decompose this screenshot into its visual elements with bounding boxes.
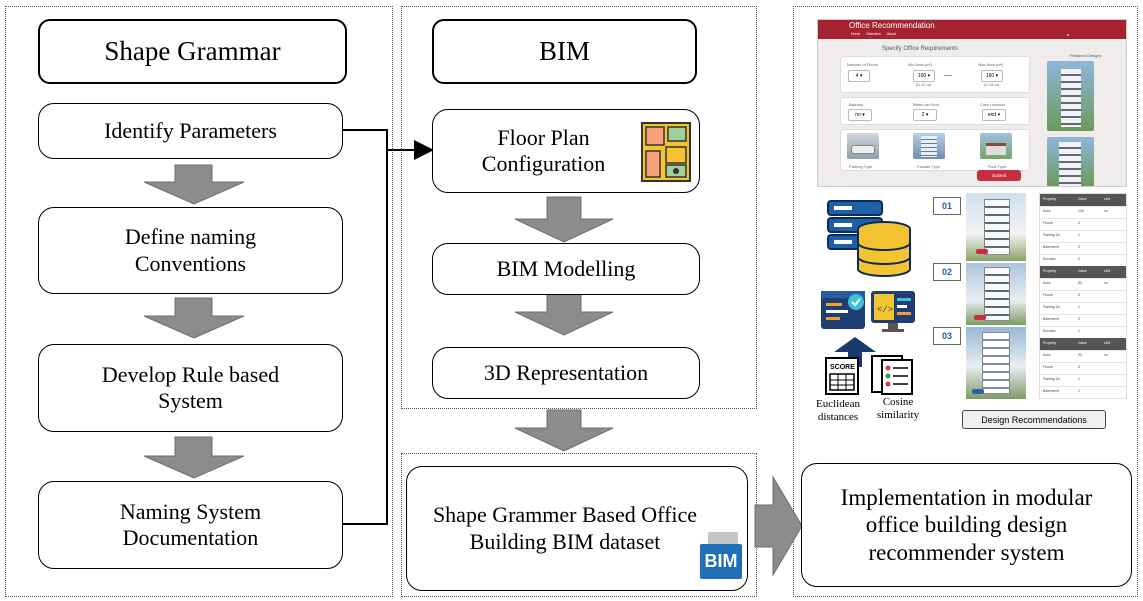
nav-home[interactable]: Home: [851, 32, 861, 36]
dataset-box: Shape Grammer Based Office Building BIM …: [406, 466, 748, 591]
score-icon: SCORE: [824, 356, 860, 396]
form-panel-area: Number of Floors 4 ▾ Min Area (m²) 100 ▾…: [840, 56, 1030, 93]
step-define-naming: Define naming Conventions: [38, 207, 343, 294]
range-dash: [944, 75, 952, 76]
euclidean-label: Euclidean distances: [816, 398, 860, 423]
result-number-1: 01: [933, 197, 961, 215]
app-title: Office Recommendation: [849, 21, 935, 30]
facade-type-label: Facade Type: [917, 164, 941, 169]
toilets-label: Toilets per floor: [912, 102, 940, 107]
featured-image-2[interactable]: [1047, 137, 1094, 186]
parking-type-image[interactable]: [847, 133, 879, 159]
step-floor-plan: Floor Plan Configuration: [432, 109, 700, 193]
connector-identify: [343, 129, 388, 150]
svg-text:</>: </>: [877, 305, 893, 315]
shape-grammar-group: [5, 6, 393, 597]
server-db-graphic: [827, 200, 911, 277]
result-image-1: [966, 193, 1026, 261]
app-header: Office Recommendation Home Selection Abo…: [818, 20, 1126, 39]
dataset-label: Shape Grammer Based Office Building BIM …: [432, 502, 698, 554]
user-dot-icon: [1067, 34, 1069, 36]
submit-button[interactable]: Submit: [977, 170, 1021, 181]
result-number-2: 02: [933, 263, 961, 281]
max-area-label: Max Area (m²): [978, 62, 1004, 67]
featured-label: Featured Designs: [1070, 53, 1102, 58]
code-window-graphic: [821, 291, 865, 329]
toilets-select[interactable]: 2 ▾: [913, 109, 937, 121]
step-naming-documentation: Naming System Documentation: [38, 481, 343, 569]
design-recommendations-button[interactable]: Design Recommendations: [962, 410, 1106, 429]
floors-label: Number of Floors: [847, 62, 878, 67]
floor-plan-label: Floor Plan Configuration: [481, 124, 606, 176]
app-nav: Home Selection About: [851, 32, 896, 36]
facade-type-image[interactable]: [913, 133, 945, 159]
parking-type-label: Parking Type: [849, 164, 873, 169]
floors-select[interactable]: 4 ▾: [848, 70, 870, 82]
step-develop-rule-system: Develop Rule based System: [38, 344, 343, 432]
featured-image-1[interactable]: [1047, 61, 1094, 131]
bim-group: [401, 6, 757, 409]
min-area-sub: (0-12 m): [916, 82, 932, 87]
core-label: Core Location: [980, 102, 1005, 107]
cosine-label: Cosine similarity: [876, 396, 920, 421]
score-text: SCORE: [830, 364, 855, 371]
methods-up-arrow: [834, 337, 876, 367]
min-area-label: Min Area (m²): [908, 62, 933, 67]
min-area-select[interactable]: 100 ▾: [913, 70, 935, 82]
result-number-3: 03: [933, 327, 961, 345]
bim-file-icon: BIM: [698, 532, 742, 582]
form-title: Specify Office Requirements: [882, 46, 958, 52]
core-select[interactable]: end ▾: [982, 109, 1006, 121]
nav-about[interactable]: About: [886, 32, 896, 36]
score-graphic: SCORE: [825, 357, 859, 395]
code-window-icon: [820, 290, 866, 330]
max-area-select[interactable]: 160 ▾: [981, 70, 1003, 82]
roof-type-image[interactable]: [980, 133, 1012, 159]
monitor-graphic: </>: [871, 291, 915, 332]
implementation-box: Implementation in modular office buildin…: [801, 463, 1132, 587]
form-panel-types: Parking Type Facade Type Roof Type: [840, 129, 1030, 171]
checklist-icon: [870, 354, 914, 396]
step-identify-parameters: Identify Parameters: [38, 103, 343, 159]
down-arrow: [143, 164, 803, 577]
floor-plan-icon: [641, 122, 691, 182]
step-bim-modelling: BIM Modelling: [432, 243, 700, 295]
balcony-select[interactable]: no ▾: [848, 109, 872, 121]
implementation-group: [793, 6, 1138, 597]
roof-type-label: Roof Type: [988, 164, 1007, 169]
monitor-icon: </>: [870, 290, 916, 334]
result-image-3: [966, 327, 1026, 399]
app-screenshot: Office Recommendation Home Selection Abo…: [817, 19, 1127, 187]
shape-grammar-title: Shape Grammar: [38, 19, 347, 84]
result-image-2: [966, 263, 1026, 325]
balcony-label: Balcony: [849, 102, 864, 107]
nav-selection[interactable]: Selection: [866, 32, 881, 36]
bim-title: BIM: [432, 19, 697, 84]
database-icon: [826, 199, 914, 281]
connector-naming: [343, 140, 434, 525]
step-3d-representation: 3D Representation: [432, 347, 700, 399]
bim-icon-text: BIM: [700, 544, 742, 579]
checklist-graphic: [871, 355, 913, 395]
max-area-sub: (0-15 m): [984, 82, 1000, 87]
form-panel-options: Balcony no ▾ Toilets per floor 2 ▾ Core …: [840, 97, 1030, 125]
